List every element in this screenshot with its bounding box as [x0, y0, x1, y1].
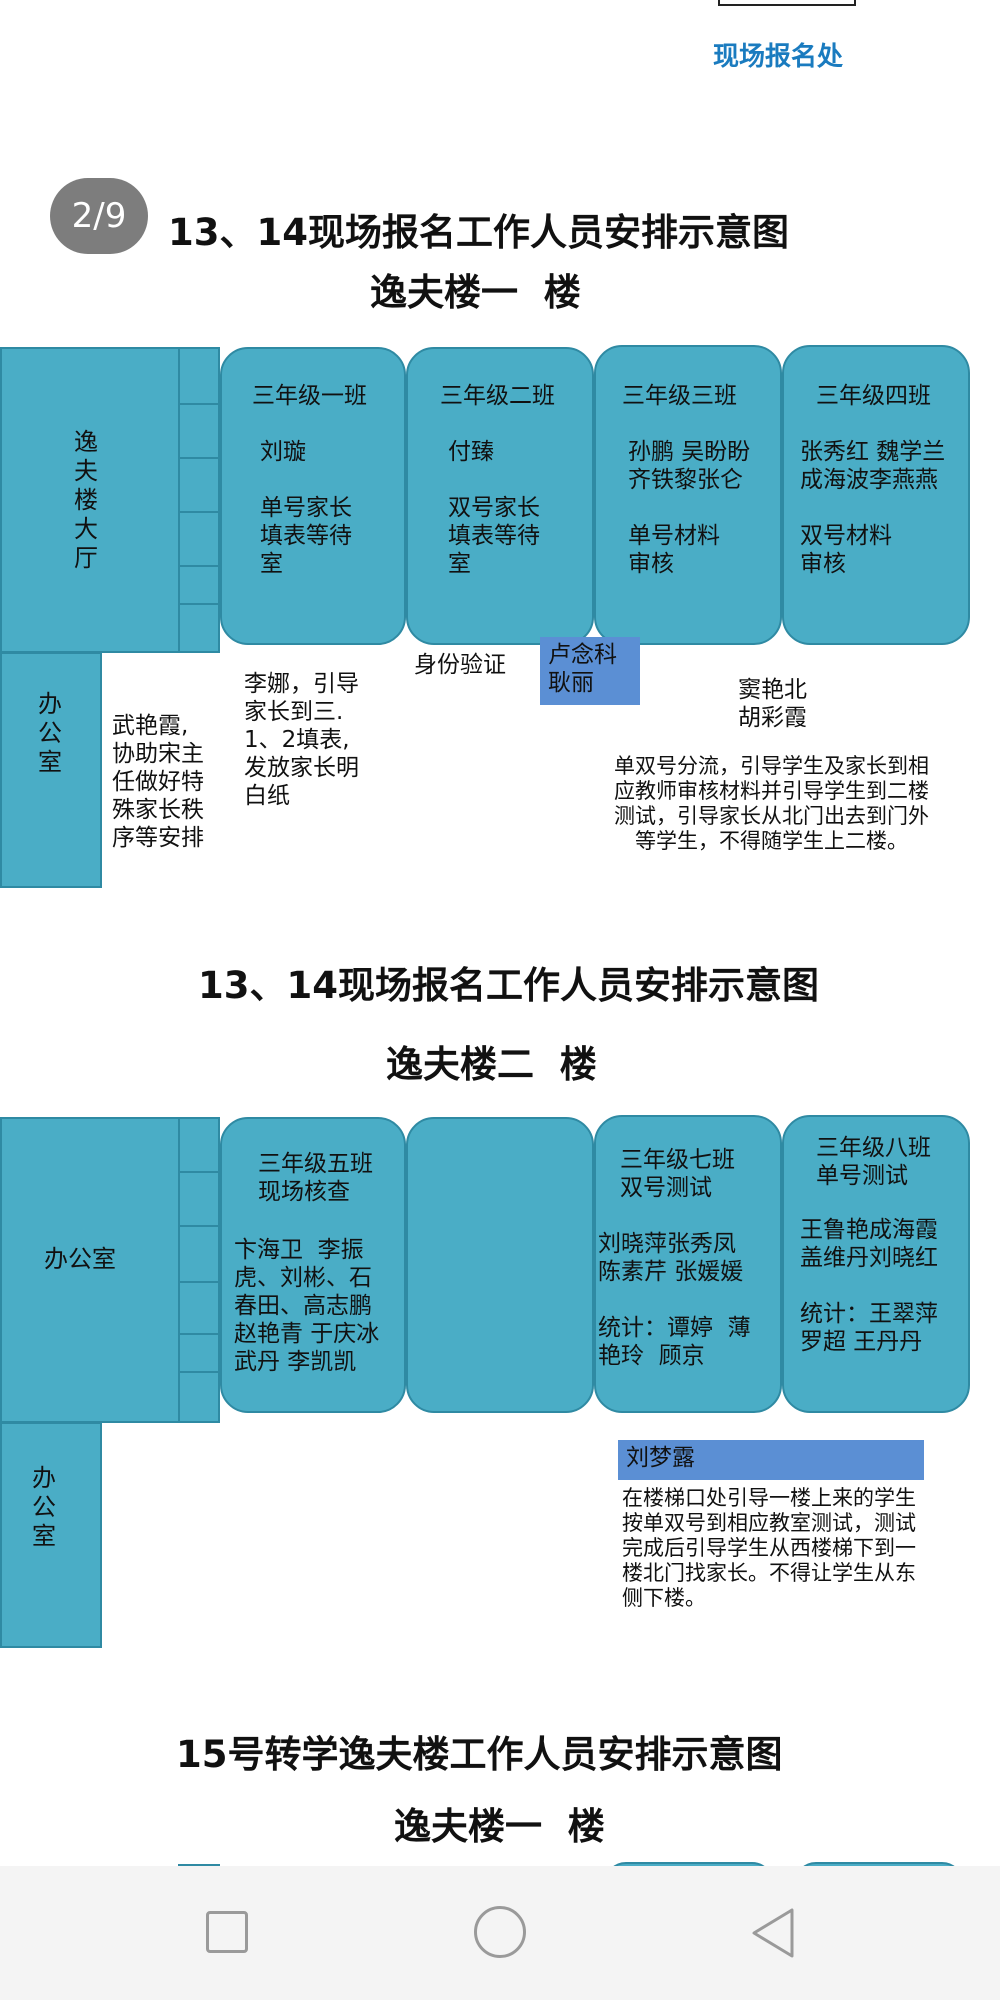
navigation-bar [0, 1866, 1000, 2000]
floor2-office-lower [0, 1422, 102, 1648]
stair-step [180, 1171, 218, 1173]
classroom-6 [406, 1117, 594, 1413]
classroom-4 [782, 345, 970, 645]
stair-staff-label: 刘梦露 [618, 1440, 924, 1480]
office-label: 办 公 室 [38, 690, 62, 776]
section2-subtitle: 逸夫楼二 楼 [386, 1043, 597, 1086]
office-staff-note: 武艳霞, 协助宋主 任做好特 殊家长秩 序等安排 [112, 713, 204, 851]
section1-subtitle: 逸夫楼一 楼 [370, 271, 581, 314]
classroom-3-body: 孙鹏 吴盼盼 齐铁黎张仑 单号材料 审核 [628, 439, 751, 577]
classroom-8-name: 三年级八班 单号测试 [816, 1135, 931, 1189]
registration-office-label: 现场报名处 [713, 42, 844, 72]
stair-step [180, 457, 218, 459]
classroom-3 [594, 345, 782, 645]
hall-block [0, 347, 180, 653]
stair-step [180, 1281, 218, 1283]
page-indicator: 2/9 [50, 178, 148, 254]
section1-title: 13、14现场报名工作人员安排示意图 [168, 211, 789, 254]
classroom-4-name: 三年级四班 [816, 383, 931, 409]
classroom-1-name: 三年级一班 [252, 383, 367, 409]
classroom-5 [220, 1117, 406, 1413]
classroom-1-body: 刘璇 单号家长 填表等待 室 [260, 439, 352, 577]
back-triangle-icon [752, 1908, 794, 1958]
recent-apps-button[interactable] [206, 1911, 248, 1953]
classroom-1 [220, 347, 406, 645]
stair-step [180, 1333, 218, 1335]
top-frame-edge [718, 0, 856, 6]
classroom-7 [594, 1115, 782, 1413]
classroom-5-name: 三年级五班 现场核查 [258, 1151, 373, 1205]
stair-step [180, 511, 218, 513]
classroom-2 [406, 347, 594, 645]
classroom-8 [782, 1115, 970, 1413]
section3-title: 15号转学逸夫楼工作人员安排示意图 [176, 1733, 783, 1776]
id-check-staff: 卢念科 耿丽 [540, 637, 640, 705]
back-button[interactable] [748, 1906, 798, 1960]
stair-step [180, 1225, 218, 1227]
floor2-office-lower-label: 办 公 室 [32, 1464, 56, 1550]
classroom-7-body: 刘晓萍张秀凤 陈素芹 张媛媛 统计：谭婷 薄 艳玲 顾京 [598, 1231, 751, 1369]
classroom-5-body: 卞海卫 李振 虎、刘彬、石 春田、高志鹏 赵艳青 于庆冰 武丹 李凯凯 [234, 1237, 380, 1375]
dou-note: 窦艳北 胡彩霞 [738, 677, 807, 731]
classroom-2-body: 付臻 双号家长 填表等待 室 [448, 439, 540, 577]
classroom-4-body: 张秀红 魏学兰 成海波李燕燕 双号材料 审核 [800, 439, 946, 577]
id-check-label: 身份验证 [414, 652, 506, 678]
section3-subtitle: 逸夫楼一 楼 [394, 1805, 605, 1848]
floor2-office-block [0, 1117, 180, 1423]
hall-label: 逸 夫 楼 大 厅 [74, 428, 98, 572]
classroom-3-name: 三年级三班 [622, 383, 737, 409]
li-na-note: 李娜，引导 家长到三. 1、2填表, 发放家长明 白纸 [244, 671, 359, 809]
office-block [0, 652, 102, 888]
classroom-2-name: 三年级二班 [440, 383, 555, 409]
stair-step [180, 403, 218, 405]
stair-step [180, 565, 218, 567]
stair-note: 在楼梯口处引导一楼上来的学生 按单双号到相应教室测试，测试 完成后引导学生从西楼… [622, 1486, 916, 1610]
staircase [178, 347, 220, 653]
stair-step [180, 1371, 218, 1373]
split-note: 单双号分流，引导学生及家长到相 应教师审核材料并引导学生到二楼 测试，引导家长从… [614, 754, 929, 853]
floor2-office-label: 办公室 [44, 1245, 116, 1273]
stair-step [180, 603, 218, 605]
classroom-7-name: 三年级七班 双号测试 [620, 1147, 735, 1201]
staircase [178, 1117, 220, 1423]
classroom-8-body: 王鲁艳成海霞 盖维丹刘晓红 统计：王翠萍 罗超 王丹丹 [800, 1217, 938, 1355]
section2-title: 13、14现场报名工作人员安排示意图 [198, 964, 819, 1007]
home-button[interactable] [474, 1906, 526, 1958]
